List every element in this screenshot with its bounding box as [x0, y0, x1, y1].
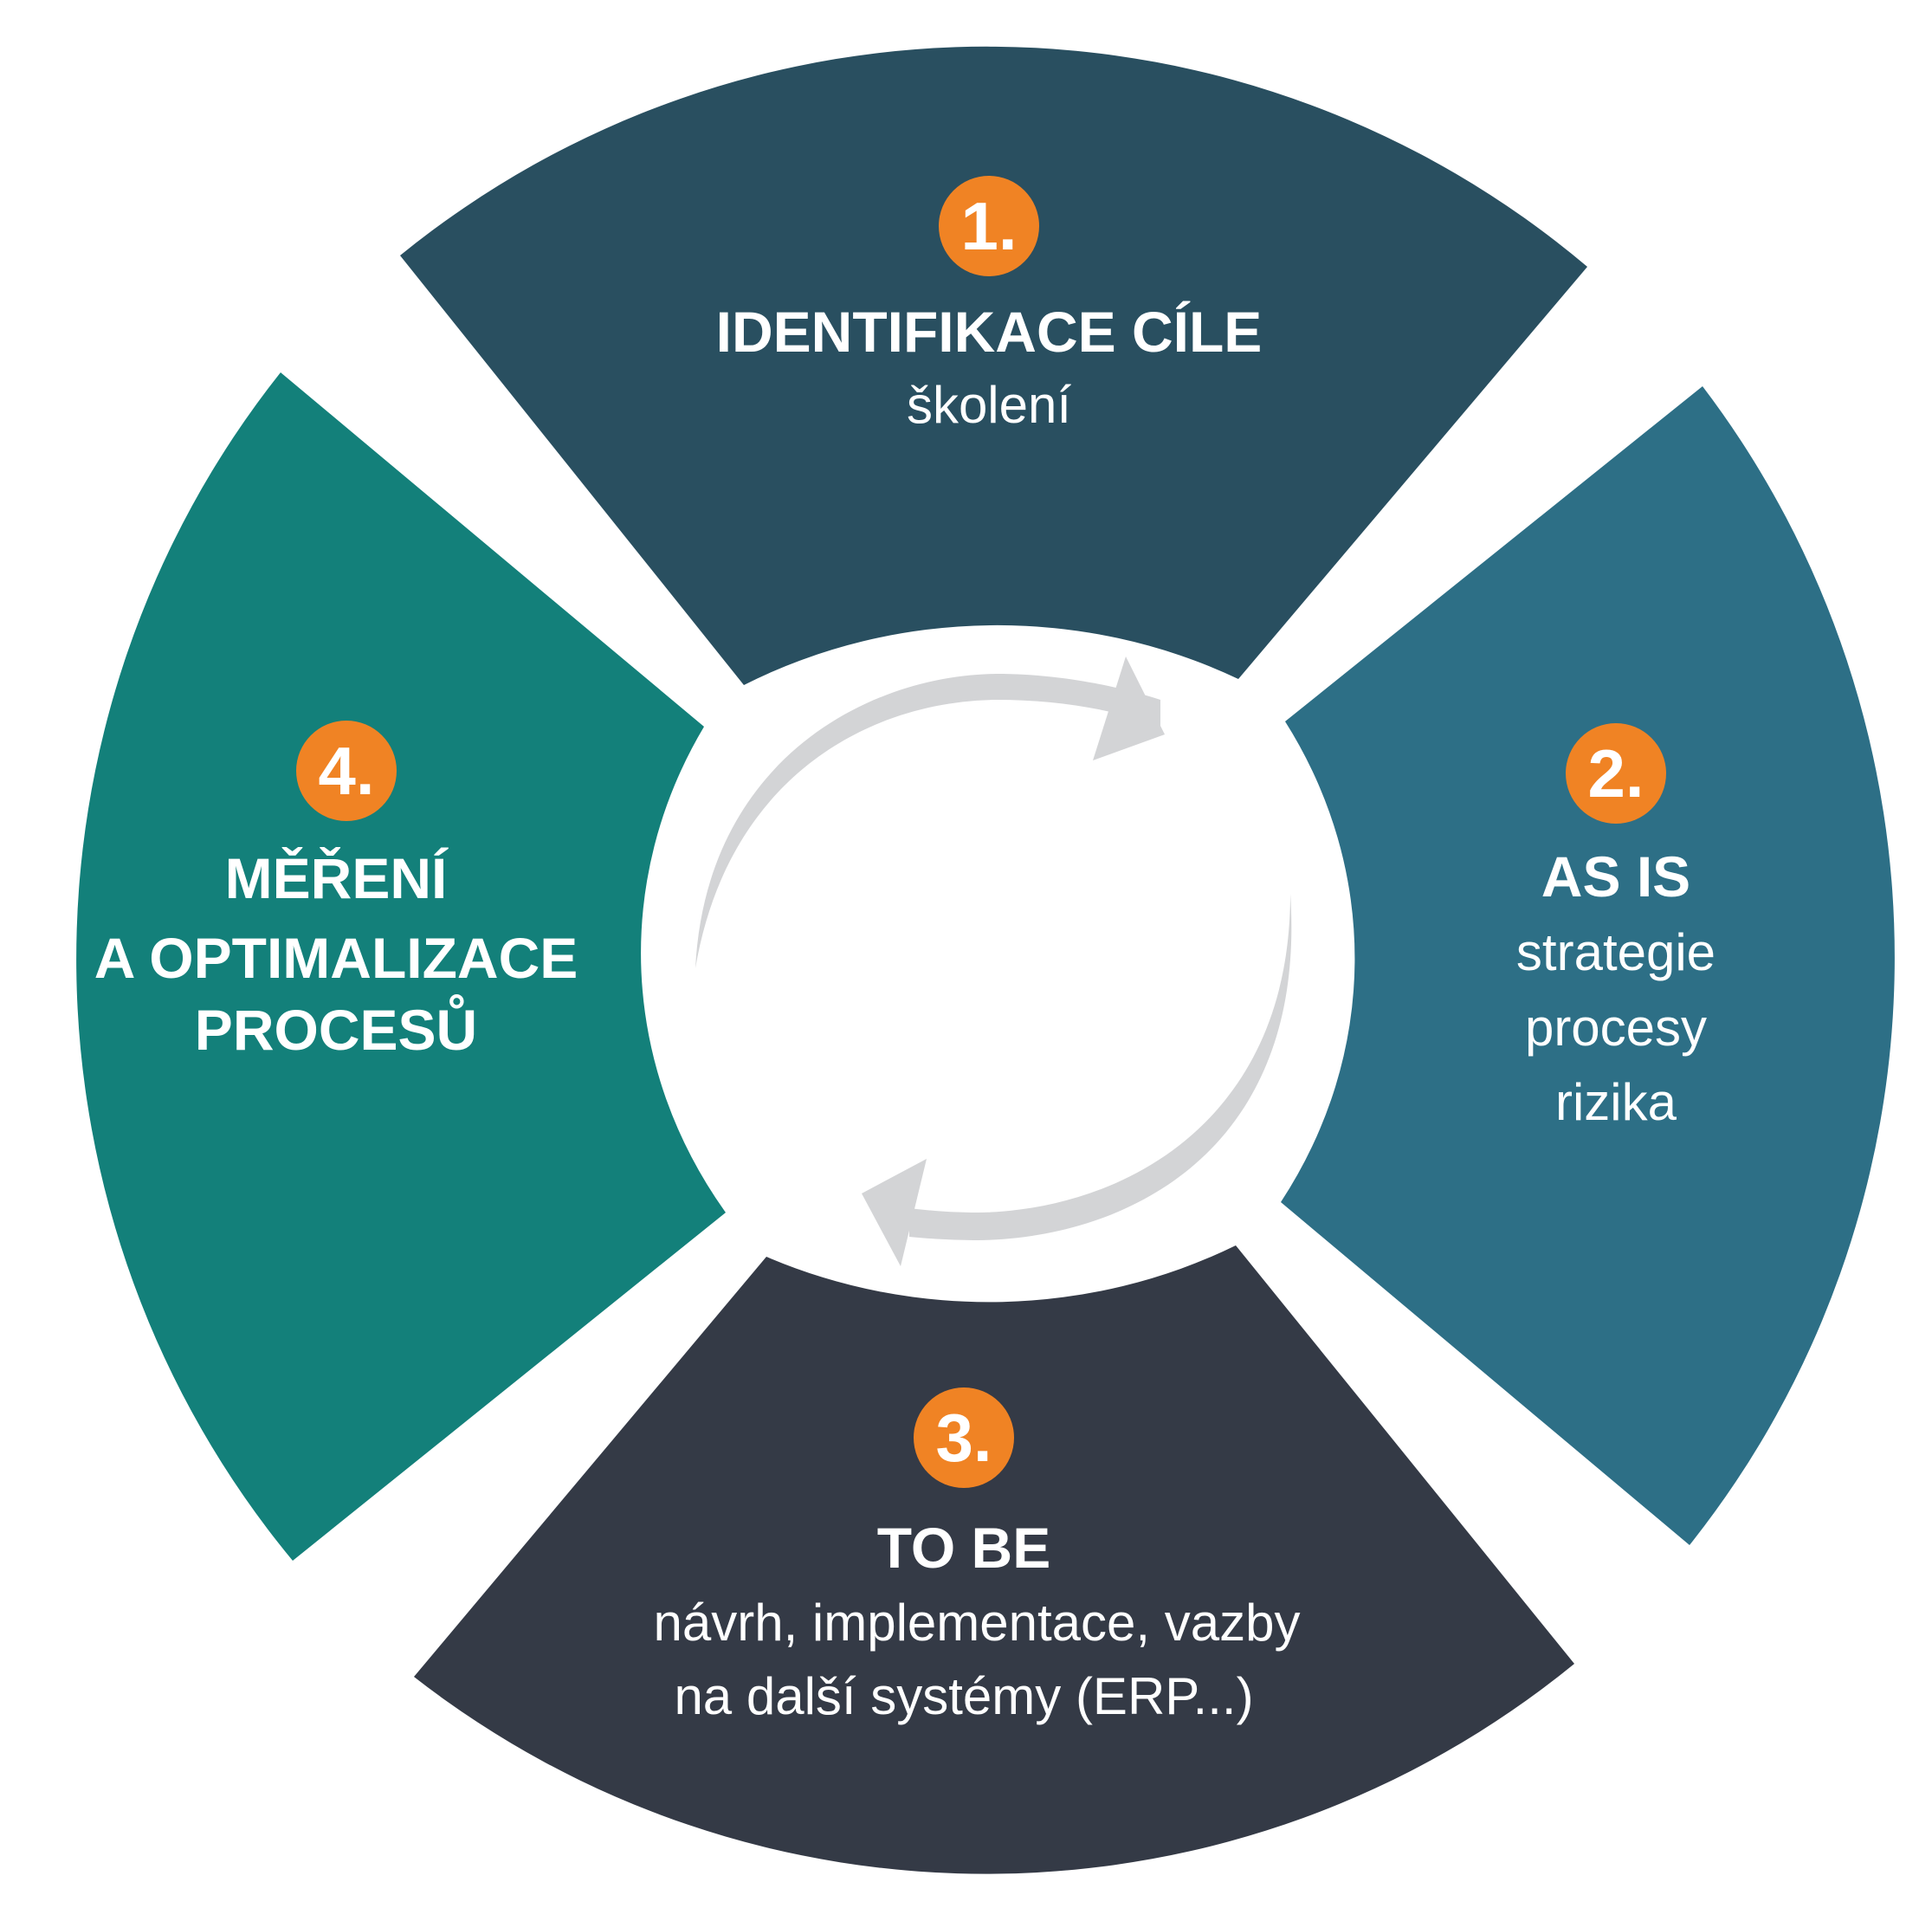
step-4-title-2: A OPTIMALIZACE: [94, 926, 578, 990]
step-4-segment: 4. MĚŘENÍ A OPTIMALIZACE PROCESŮ: [76, 372, 727, 1561]
step-3-detail-2: na další systémy (ERP...): [674, 1667, 1253, 1725]
step-2-title: AS IS: [1541, 844, 1690, 909]
step-3-badge-number: 3.: [935, 1400, 992, 1476]
step-2-detail-2: procesy: [1525, 999, 1707, 1057]
step-1-badge: [939, 176, 1039, 276]
step-3-segment: 3. TO BE návrh, implementace, vazby na d…: [414, 1245, 1574, 1874]
step-4-badge: [296, 721, 397, 821]
step-4-shape: [76, 372, 727, 1561]
step-1-title: IDENTIFIKACE CÍLE: [716, 300, 1263, 364]
step-4-title-1: MĚŘENÍ: [225, 846, 449, 910]
step-3-badge: [914, 1387, 1014, 1488]
step-3-shape: [414, 1245, 1574, 1874]
step-2-detail-1: strategie: [1516, 923, 1716, 981]
cycle-arrow-return-icon: [862, 894, 1292, 1266]
center-cycle-arrows: [695, 656, 1292, 1266]
cycle-arrow-top-head: [1093, 656, 1165, 760]
step-1-segment: 1. IDENTIFIKACE CÍLE školení: [400, 46, 1587, 685]
cycle-arrow-bottom-body: [909, 894, 1292, 1240]
cycle-arrow-top-body: [695, 674, 1160, 968]
step-2-detail-3: rizika: [1555, 1073, 1677, 1131]
step-2-badge: [1566, 723, 1666, 824]
step-2-segment: 2. AS IS strategie procesy rizika: [1281, 386, 1895, 1545]
step-1-detail: školení: [907, 376, 1071, 434]
step-4-badge-number: 4.: [318, 733, 374, 809]
step-1-badge-number: 1.: [960, 188, 1017, 264]
cycle-arrow-bottom-head: [862, 1159, 927, 1266]
step-4-title-3: PROCESŮ: [195, 993, 477, 1062]
step-1-shape: [400, 46, 1587, 685]
step-2-shape: [1281, 386, 1895, 1545]
cycle-arrow-clockwise-icon: [695, 656, 1165, 968]
step-2-badge-number: 2.: [1587, 735, 1644, 812]
step-3-detail-1: návrh, implementace, vazby: [653, 1594, 1300, 1652]
step-3-title: TO BE: [877, 1516, 1050, 1580]
